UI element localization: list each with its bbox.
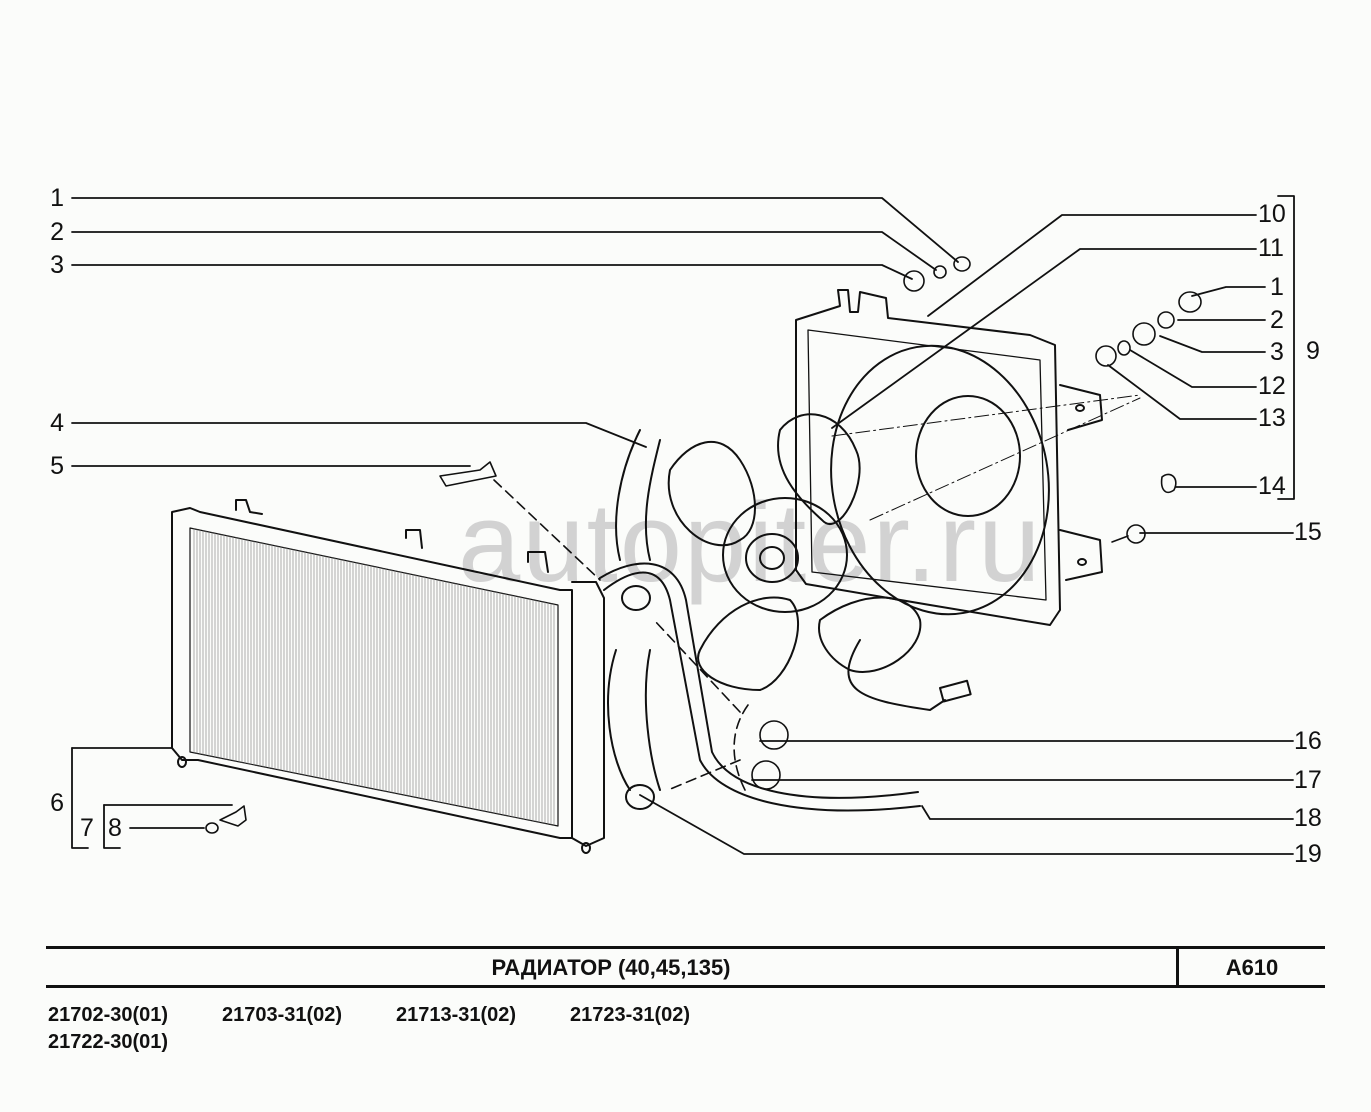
models-row: 21702-30(01) 21703-31(02) 21713-31(02) 2… (48, 1004, 848, 1031)
callout-19-right[interactable]: 19 (1294, 840, 1322, 868)
callout-18-right[interactable]: 18 (1294, 804, 1322, 832)
exploded-view-diagram (71, 195, 1295, 855)
model-code: 21703-31(02) (222, 1004, 343, 1026)
dash-dot-guides (831, 394, 1141, 521)
callout-3-right[interactable]: 3 (1270, 338, 1284, 366)
callout-10-right[interactable]: 10 (1258, 200, 1286, 228)
callout-7-left[interactable]: 7 (80, 814, 94, 842)
model-code: 21702-30(01) (48, 1004, 169, 1026)
callout-2-left[interactable]: 2 (50, 218, 64, 246)
applicable-models: 21702-30(01) 21703-31(02) 21713-31(02) 2… (48, 1004, 848, 1058)
callout-1-left[interactable]: 1 (50, 184, 64, 212)
models-row: 21722-30(01) (48, 1031, 848, 1058)
dashed-guides (493, 479, 749, 791)
callout-16-right[interactable]: 16 (1294, 727, 1322, 755)
fasteners-drawing (205, 256, 1202, 834)
callout-12-right[interactable]: 12 (1258, 372, 1286, 400)
radiator-core-fins (193, 528, 555, 826)
callout-1-right[interactable]: 1 (1270, 273, 1284, 301)
callout-3-left[interactable]: 3 (50, 251, 64, 279)
leader-lines-left (71, 197, 959, 849)
fan-impeller-drawing (667, 413, 972, 711)
page-code: A610 (1225, 955, 1279, 980)
page-title: РАДИАТОР (40,45,135) (46, 949, 1179, 985)
leader-lines-right (639, 195, 1295, 855)
callout-2-right[interactable]: 2 (1270, 306, 1284, 334)
callout-14-right[interactable]: 14 (1258, 472, 1286, 500)
hoses-drawing (599, 429, 921, 812)
callout-5-left[interactable]: 5 (50, 452, 64, 480)
callout-8-left[interactable]: 8 (108, 814, 122, 842)
title-bar: РАДИАТОР (40,45,135) A610 (46, 946, 1325, 988)
radiator-drawing (171, 499, 605, 854)
callout-15-right[interactable]: 15 (1294, 518, 1322, 546)
callout-13-right[interactable]: 13 (1258, 404, 1286, 432)
model-code: 21723-31(02) (570, 1004, 691, 1026)
fan-shroud-drawing (795, 289, 1103, 626)
callout-4-left[interactable]: 4 (50, 409, 64, 437)
callout-6-left[interactable]: 6 (50, 789, 64, 817)
callout-group-9[interactable]: 9 (1306, 337, 1320, 365)
model-code: 21713-31(02) (396, 1004, 517, 1026)
callout-11-right[interactable]: 11 (1258, 234, 1284, 262)
callout-17-right[interactable]: 17 (1294, 766, 1322, 794)
watermark: autopiter.ru (458, 480, 1043, 605)
model-code: 21722-30(01) (48, 1031, 169, 1053)
